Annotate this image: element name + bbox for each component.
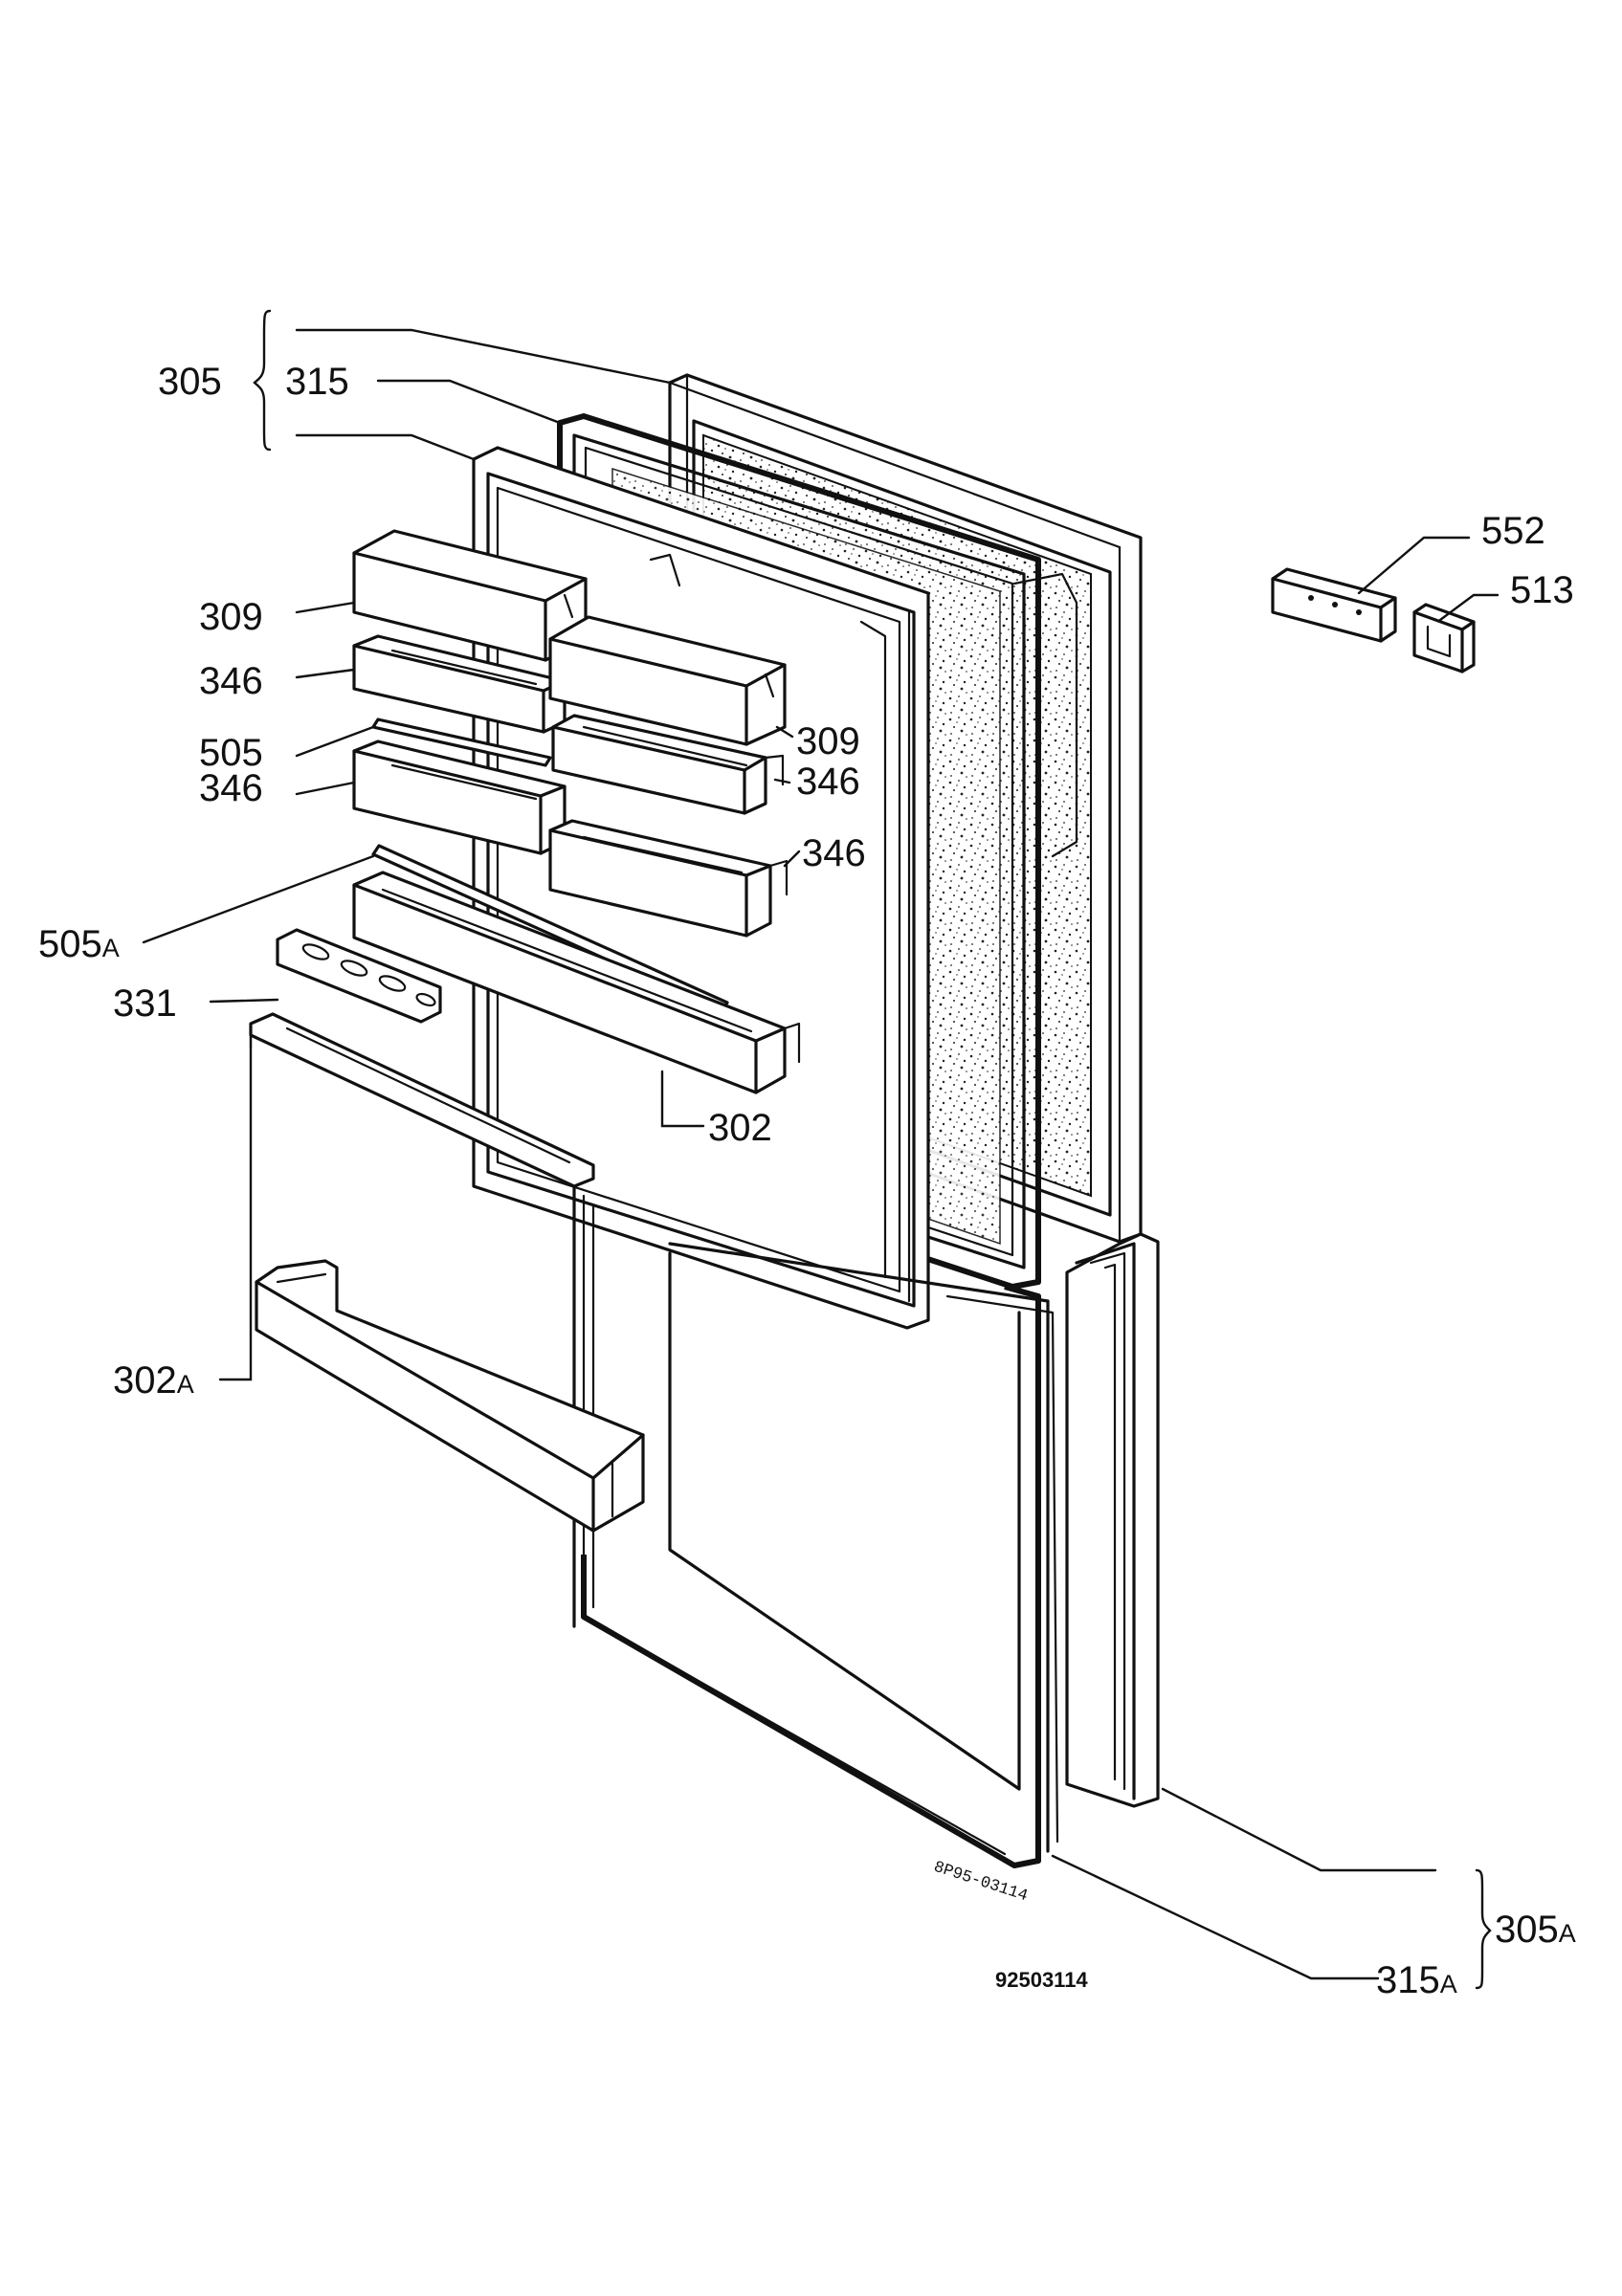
part-labels: 305 315 309 346 505 346 505A 331 302 302… bbox=[38, 361, 1576, 2001]
label-302a: 302A bbox=[113, 1359, 194, 1402]
label-305a: 305A bbox=[1495, 1909, 1576, 1951]
label-302: 302 bbox=[708, 1107, 772, 1149]
label-309-right: 309 bbox=[796, 720, 860, 762]
label-346-upper-right: 346 bbox=[796, 761, 860, 803]
lower-door-inner-liner bbox=[572, 1184, 595, 1628]
part-346-tray-upper-right bbox=[551, 714, 785, 815]
label-309-left: 309 bbox=[199, 596, 263, 638]
part-302-shelf bbox=[352, 871, 801, 1094]
part-552-bracket bbox=[1271, 567, 1397, 643]
label-315a: 315A bbox=[1376, 1959, 1457, 2001]
label-505: 505 bbox=[199, 732, 263, 774]
lower-door-outer-panel bbox=[1065, 1232, 1160, 1808]
label-552: 552 bbox=[1481, 510, 1545, 552]
part-513-hinge-clip bbox=[1412, 603, 1476, 673]
label-346-lower-left: 346 bbox=[199, 767, 263, 809]
part-309-lid-right bbox=[548, 615, 787, 746]
drawing-code: 92503114 bbox=[995, 1968, 1088, 1992]
label-505a: 505A bbox=[38, 923, 120, 965]
part-302a-shelf bbox=[255, 1259, 645, 1533]
label-346-lower-right: 346 bbox=[802, 832, 866, 874]
label-346-upper-left: 346 bbox=[199, 660, 263, 702]
leader-lines bbox=[142, 309, 1500, 1990]
part-331-egg-tray bbox=[276, 928, 442, 1024]
label-513: 513 bbox=[1510, 569, 1574, 611]
label-331: 331 bbox=[113, 982, 177, 1025]
part-346-tray-lower-right bbox=[548, 819, 789, 938]
part-505-rod bbox=[371, 718, 552, 767]
label-305: 305 bbox=[158, 361, 222, 403]
lower-door-seal-frame bbox=[581, 1242, 1059, 1868]
label-315: 315 bbox=[285, 361, 349, 403]
